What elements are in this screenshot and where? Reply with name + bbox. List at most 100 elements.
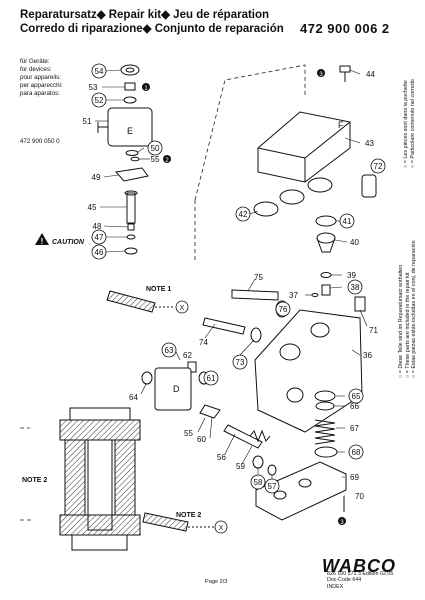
torque-icon-3b (338, 517, 346, 525)
callout-38 (347, 279, 363, 295)
part-73-shape (250, 327, 262, 343)
label-68: 68 (352, 448, 361, 457)
label-39: 39 (347, 271, 356, 280)
label-73: 73 (236, 358, 245, 367)
part-49-shape (115, 167, 149, 182)
part-d-block-shape (154, 367, 192, 411)
section-cap (69, 407, 131, 421)
page-number: Page 2/3 (205, 579, 228, 585)
part-36-port-1 (279, 343, 301, 361)
device-label-it: per apparecchi: (20, 82, 63, 89)
callout-73 (232, 354, 248, 370)
callout-68 (348, 444, 364, 460)
callout-72 (370, 158, 386, 174)
solenoid-parts (97, 64, 153, 255)
label-53: 53 (89, 83, 98, 92)
device-label-fr: pour appareils: (20, 74, 61, 81)
torque-markers (142, 69, 346, 525)
torque-3b-label: 3 (340, 520, 344, 526)
label-60: 60 (197, 435, 206, 444)
grease-tube-2 (142, 512, 189, 532)
label-f: F (338, 120, 344, 130)
label-d: D (173, 384, 180, 394)
part-52-shape (123, 96, 137, 104)
section-top (59, 419, 141, 441)
doc-code: Doc-Code 644 (327, 577, 362, 584)
part-55a-shape (130, 156, 140, 162)
label-59: 59 (236, 462, 245, 471)
doc-number-edition: 826 100 571 3 Edition 02.05 (327, 571, 394, 577)
header: Reparatursatz◆ Repair kit◆ Jeu de répara… (20, 8, 284, 36)
label-61: 61 (207, 374, 216, 383)
svg-text:!: ! (41, 237, 44, 246)
part-54-nut-hole (125, 67, 135, 73)
label-50: 50 (151, 144, 160, 153)
device-number: 472 900 050 0 (20, 138, 60, 145)
cross-section (59, 407, 141, 551)
diagram-labels: 54 53 52 51 E 50 55 49 45 48 47 46 CAUTI… (22, 67, 383, 532)
x-label-2: X (219, 525, 224, 532)
callout-x-1 (175, 300, 189, 314)
torque-icon-1 (142, 83, 150, 91)
device-label-de: für Geräte: (20, 58, 50, 65)
part-36-port-3 (286, 387, 304, 403)
part-42-ring-1 (253, 201, 279, 217)
device-label-en: for devices: (20, 66, 52, 73)
callout-52 (91, 92, 107, 108)
header-line-2: Corredo di riparazione◆ Conjunto de repa… (20, 23, 284, 35)
label-55b: 55 (184, 429, 193, 438)
part-60-shape (199, 404, 221, 419)
part-62-shape (187, 361, 197, 373)
part-47-shape (126, 234, 136, 240)
section-bottom (59, 514, 141, 536)
torque-2-label: 2 (165, 158, 169, 164)
part-64-shape (141, 371, 153, 385)
part-42-ring-3 (307, 177, 333, 193)
callout-58 (250, 474, 266, 490)
part-51-connector (97, 122, 108, 133)
part-50-shape (125, 150, 139, 156)
part-54-nut-shape (120, 64, 140, 76)
callout-46 (91, 244, 107, 260)
label-55a: 55 (151, 155, 160, 164)
torque-icon-3a (317, 69, 325, 77)
note-1-label: NOTE 1 (146, 286, 171, 293)
label-49: 49 (92, 173, 101, 182)
section-coil-right (114, 439, 136, 516)
label-54: 54 (95, 67, 104, 76)
grease-tube-1 (106, 290, 156, 313)
label-48: 48 (93, 222, 102, 231)
callout-54 (91, 63, 107, 79)
label-72: 72 (374, 162, 383, 171)
part-59-spring (249, 429, 271, 443)
upper-parts (253, 65, 377, 312)
assembly-dashed-outline (20, 64, 306, 521)
callout-65 (348, 388, 364, 404)
part-58-shape (252, 455, 264, 469)
doc-info: 826 100 571 3 Edition 02.05 Doc-Code 644… (327, 571, 393, 590)
part-43-cover-shape (257, 111, 351, 183)
label-36: 36 (363, 351, 372, 360)
middle-parts (141, 289, 363, 521)
callout-61 (203, 370, 219, 386)
part-69-hole-2 (298, 478, 312, 488)
part-69-plate-shape (255, 461, 347, 521)
callout-42 (235, 206, 251, 222)
part-45-top (124, 190, 138, 196)
label-62: 62 (183, 351, 192, 360)
part-75-shape (231, 289, 279, 301)
label-71: 71 (369, 326, 378, 335)
note-2-right-label: NOTE 2 (176, 512, 201, 519)
label-58: 58 (254, 478, 263, 487)
part-39-shape (320, 272, 332, 278)
callout-76 (275, 301, 291, 317)
callout-circles (91, 63, 386, 534)
part-42-ring-2 (279, 189, 305, 205)
part-67-spring (314, 419, 336, 445)
label-75: 75 (254, 273, 263, 282)
label-63: 63 (165, 346, 174, 355)
torque-1-label: 1 (144, 86, 148, 92)
part-71-shape (354, 296, 366, 312)
torque-3a-label: 3 (319, 72, 323, 78)
